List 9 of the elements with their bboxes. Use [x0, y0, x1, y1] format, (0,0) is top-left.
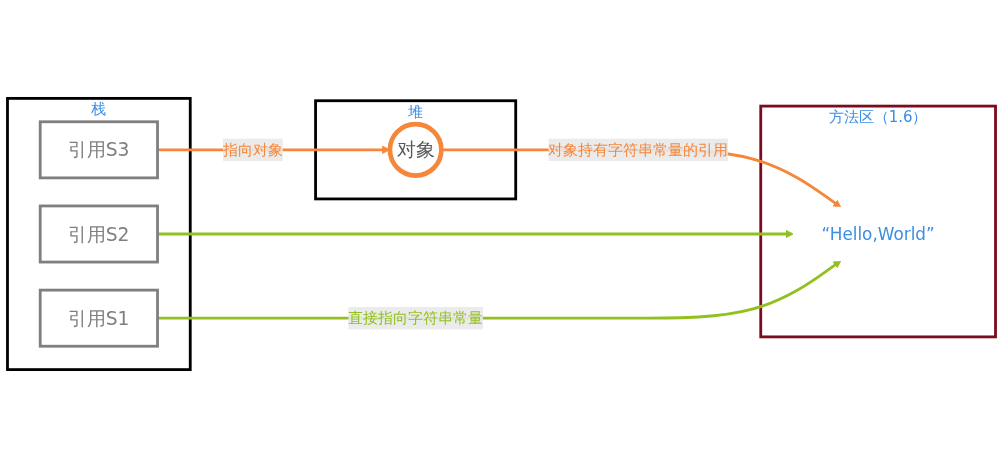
edge-label: 对象持有字符串常量的引用: [548, 140, 729, 159]
node-box: 引用S2: [38, 204, 159, 264]
arrow: [157, 229, 794, 239]
edge-label: 直接指向字符串常量: [348, 308, 483, 327]
node-box: 引用S3: [38, 120, 159, 180]
node-box: 引用S1: [38, 288, 159, 348]
node-circle: 对象: [387, 121, 444, 178]
node-text: “Hello,World”: [821, 224, 935, 244]
edge-label: 指向对象: [222, 140, 283, 159]
